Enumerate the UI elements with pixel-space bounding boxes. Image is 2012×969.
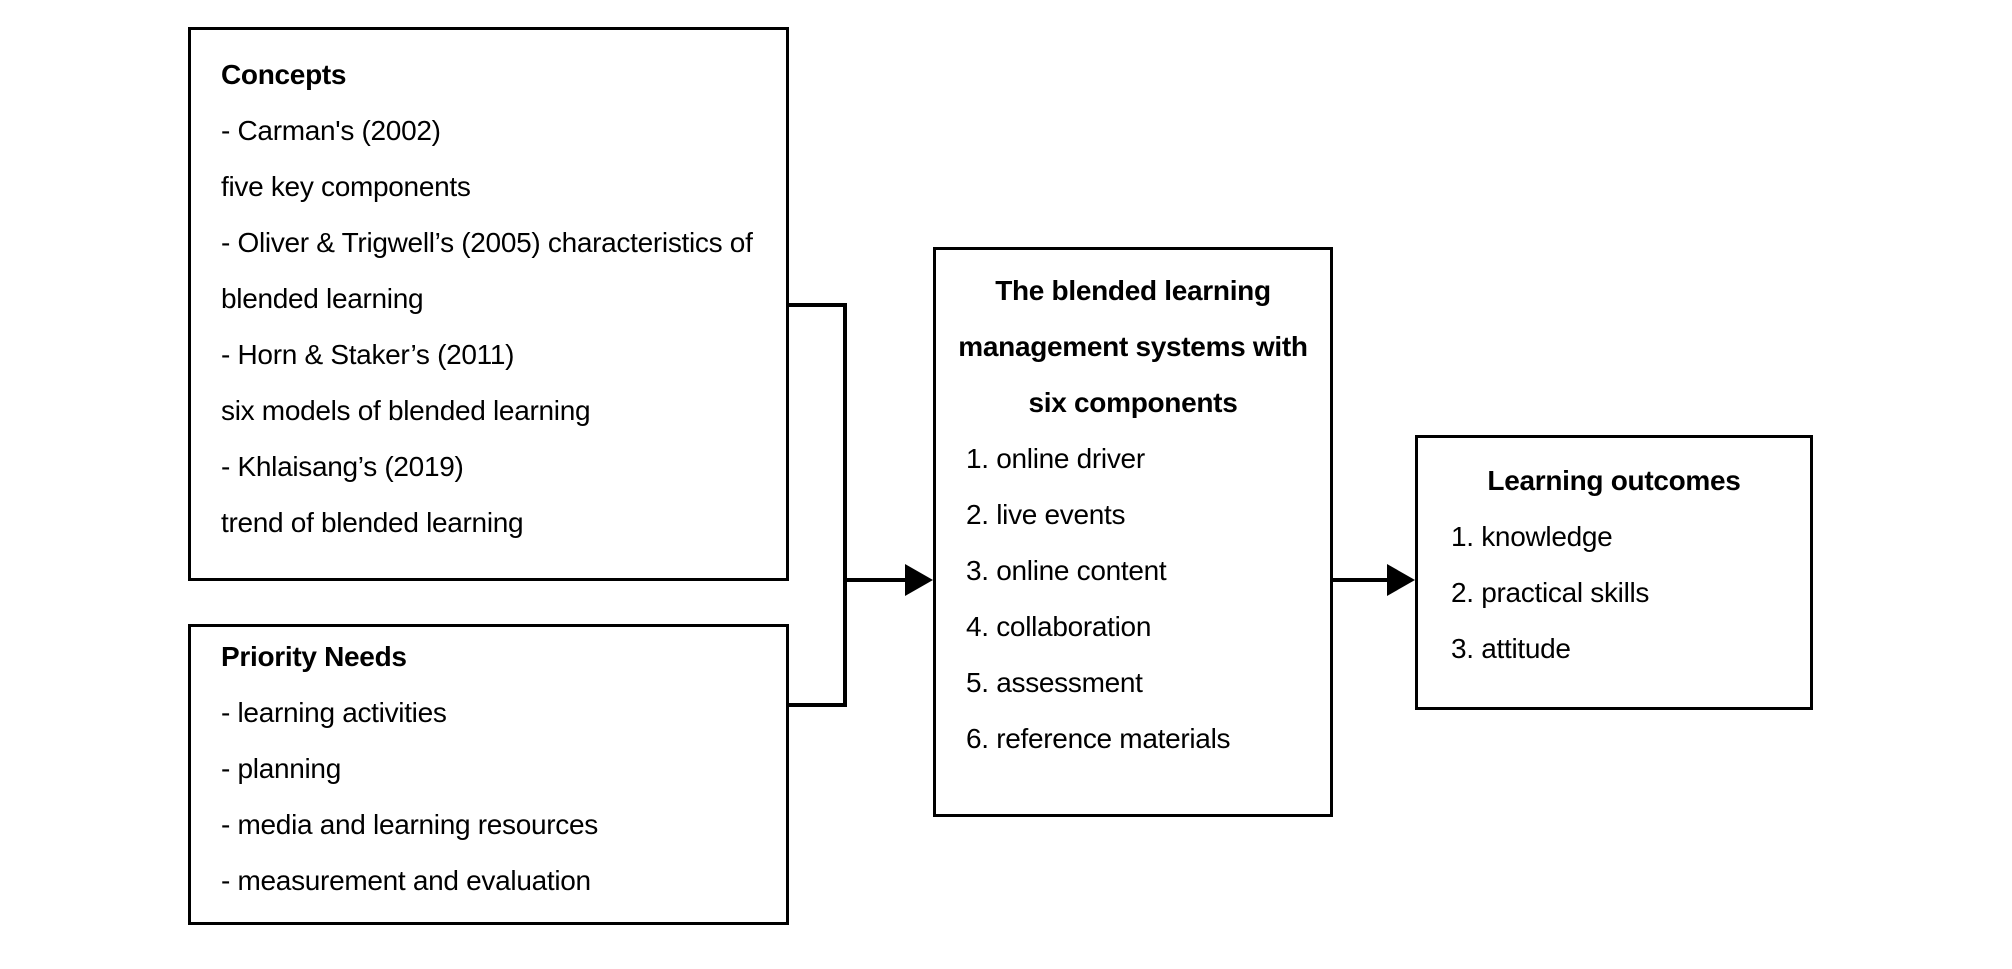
blended-system-title-line: six components	[1028, 387, 1238, 418]
bracket-connector	[789, 303, 847, 707]
concepts-line: - Khlaisang’s (2019)	[221, 451, 464, 482]
blended-system-title-line: management systems with	[958, 331, 1308, 362]
arrow-to-system-head-icon	[905, 564, 933, 596]
concepts-line: - Carman's (2002)	[221, 115, 441, 146]
arrow-to-outcomes-head-icon	[1387, 564, 1415, 596]
blended-system-item: 5. assessment	[966, 667, 1143, 698]
priority-needs-title: Priority Needs	[221, 641, 407, 672]
blended-system-item: 6. reference materials	[966, 723, 1231, 754]
blended-system-item: 2. live events	[966, 499, 1126, 530]
priority-needs-line: - planning	[221, 753, 341, 784]
blended-system-item: 4. collaboration	[966, 611, 1152, 642]
priority-needs-line: - media and learning resources	[221, 809, 598, 840]
priority-needs-box: Priority Needs - learning activities - p…	[188, 624, 789, 925]
concepts-line: trend of blended learning	[221, 507, 524, 538]
learning-outcomes-item: 2. practical skills	[1451, 577, 1650, 608]
concepts-line: five key components	[221, 171, 471, 202]
blended-system-title-line: The blended learning	[995, 275, 1271, 306]
concepts-line: - Oliver & Trigwell’s (2005) characteris…	[221, 227, 753, 258]
learning-outcomes-box: Learning outcomes 1. knowledge 2. practi…	[1415, 435, 1813, 710]
blended-system-item: 3. online content	[966, 555, 1167, 586]
priority-needs-line: - learning activities	[221, 697, 447, 728]
blended-system-box: The blended learning management systems …	[933, 247, 1333, 817]
concepts-line: blended learning	[221, 283, 424, 314]
concepts-line: six models of blended learning	[221, 395, 591, 426]
learning-outcomes-title: Learning outcomes	[1487, 465, 1741, 496]
concepts-title: Concepts	[221, 59, 347, 90]
blended-system-item: 1. online driver	[966, 443, 1145, 474]
learning-outcomes-item: 3. attitude	[1451, 633, 1571, 664]
learning-outcomes-item: 1. knowledge	[1451, 521, 1613, 552]
priority-needs-line: - measurement and evaluation	[221, 865, 591, 896]
concepts-box: Concepts - Carman's (2002) five key comp…	[188, 27, 789, 581]
concepts-line: - Horn & Staker’s (2011)	[221, 339, 515, 370]
